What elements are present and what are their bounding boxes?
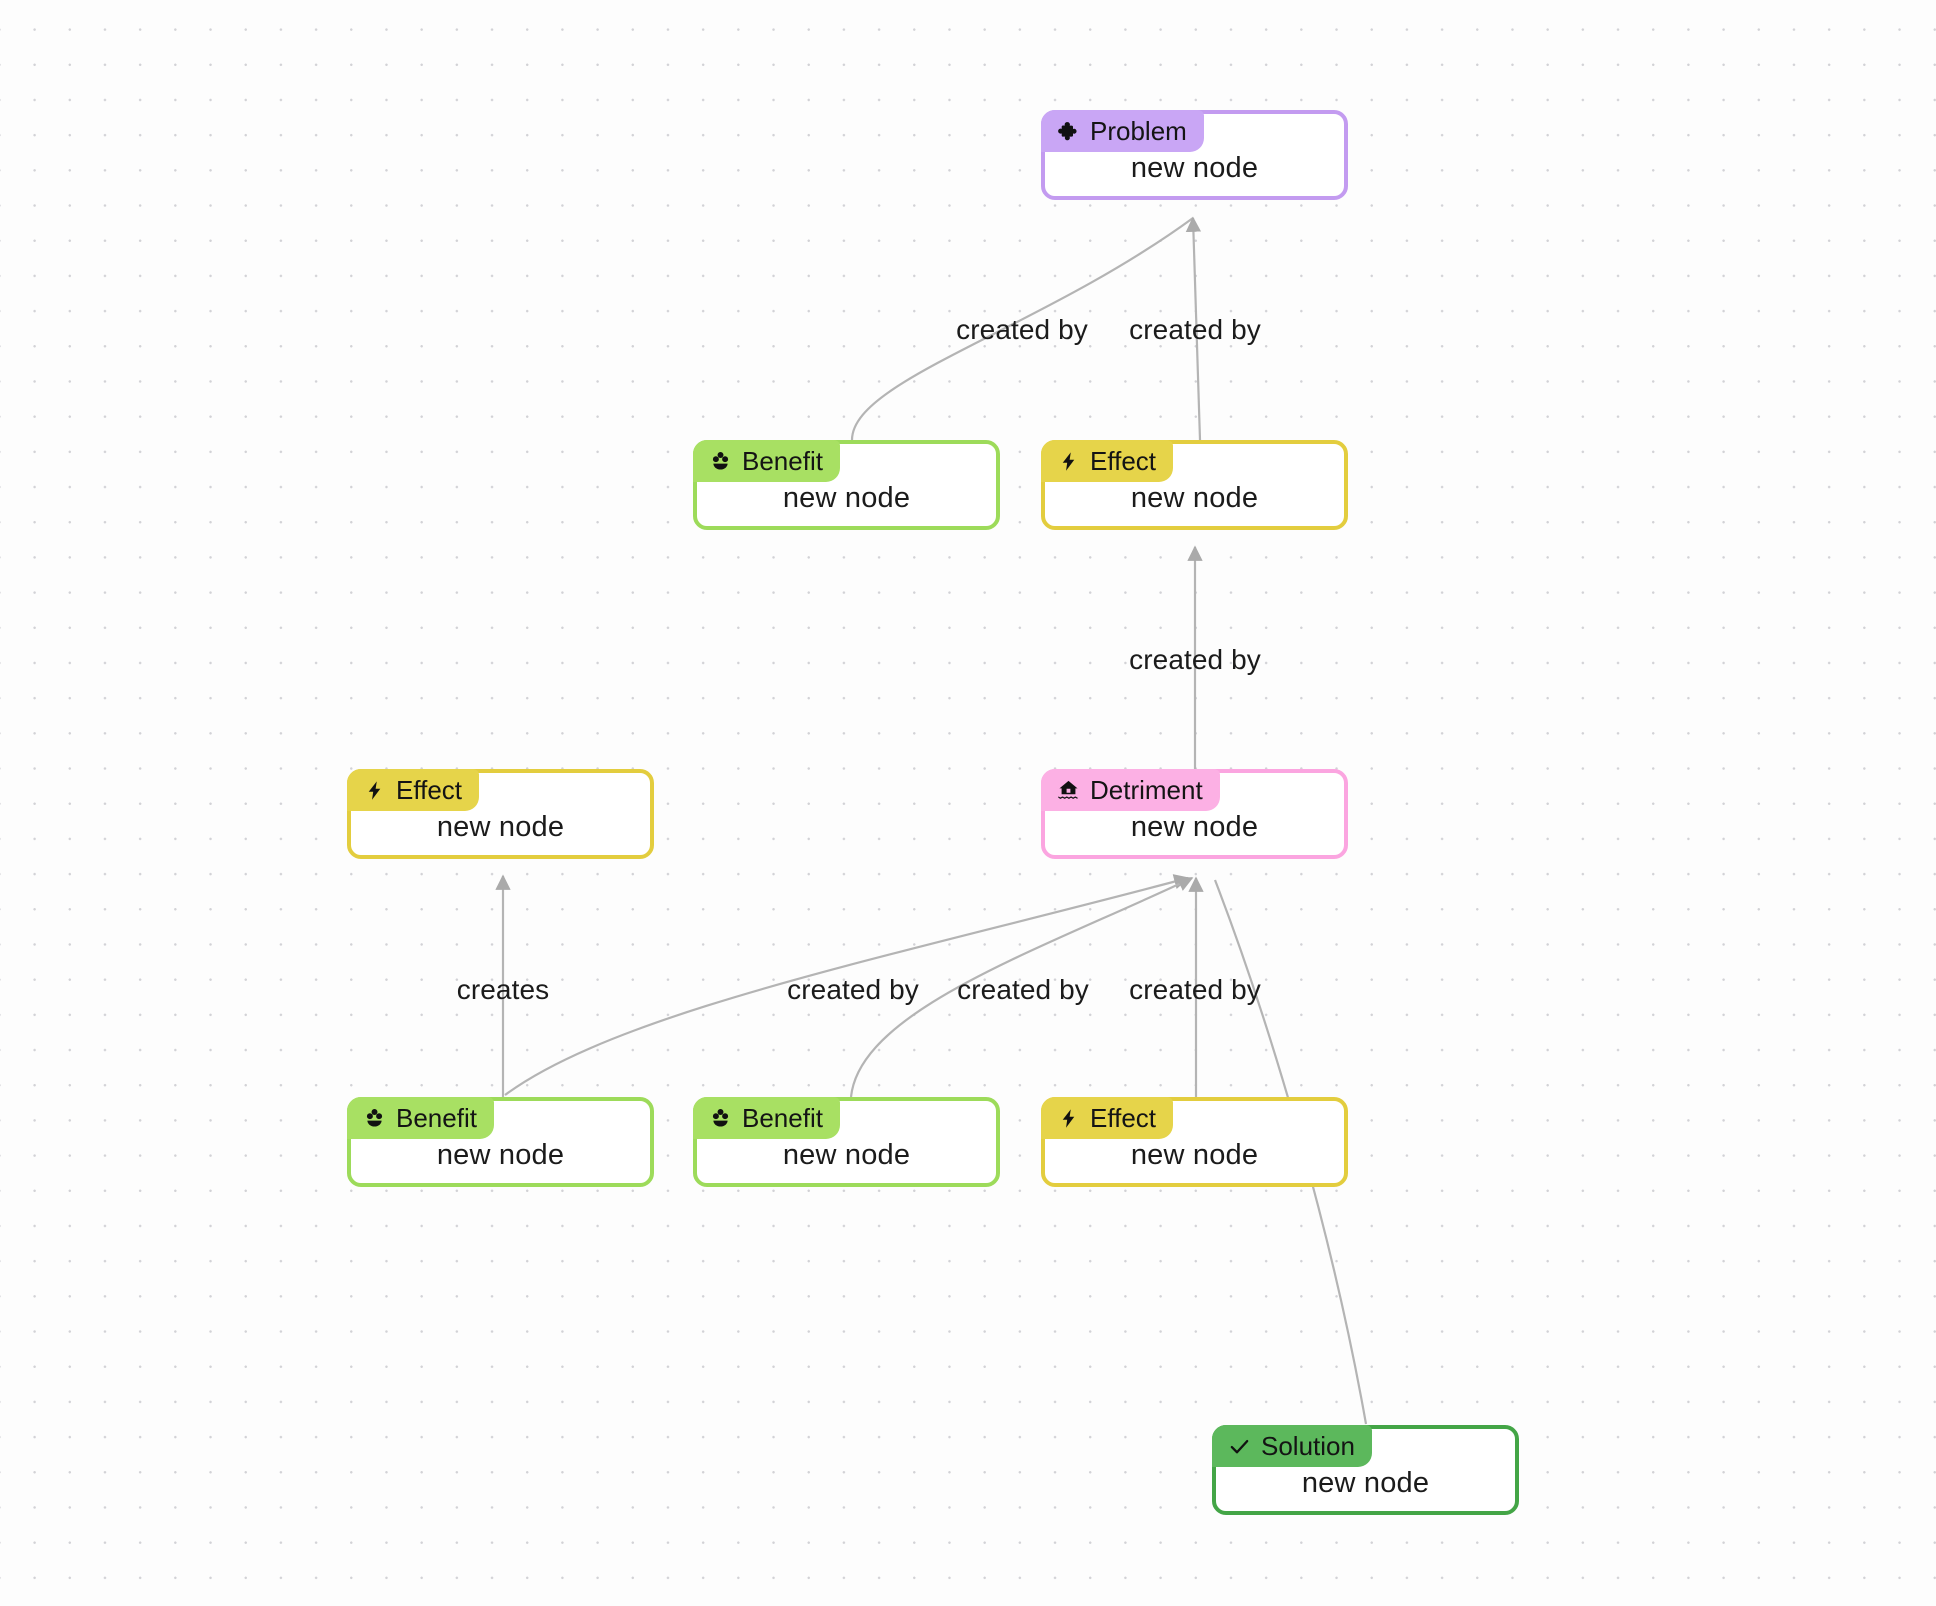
node-effect-3[interactable]: Effect new node bbox=[1041, 1097, 1348, 1187]
node-text[interactable]: new node bbox=[782, 1138, 911, 1171]
node-benefit-2[interactable]: Benefit new node bbox=[347, 1097, 654, 1187]
node-text[interactable]: new node bbox=[782, 481, 911, 514]
node-type-badge[interactable]: Effect bbox=[347, 769, 480, 811]
node-type-badge[interactable]: Effect bbox=[1041, 440, 1174, 482]
node-effect-2[interactable]: Effect new node bbox=[347, 769, 654, 859]
node-type-label: Effect bbox=[396, 774, 463, 805]
node-benefit-3[interactable]: Benefit new node bbox=[693, 1097, 1000, 1187]
edge-label: created by bbox=[1129, 314, 1261, 345]
flower-icon bbox=[362, 1106, 387, 1131]
puzzle-piece-icon bbox=[1056, 119, 1081, 144]
flower-icon bbox=[708, 1106, 733, 1131]
lightning-bolt-icon bbox=[1056, 1106, 1081, 1131]
node-effect-1[interactable]: Effect new node bbox=[1041, 440, 1348, 530]
node-type-badge[interactable]: Benefit bbox=[347, 1097, 494, 1139]
node-type-label: Detriment bbox=[1090, 774, 1203, 805]
node-benefit-1[interactable]: Benefit new node bbox=[693, 440, 1000, 530]
node-type-badge[interactable]: Benefit bbox=[693, 1097, 840, 1139]
node-text[interactable]: new node bbox=[1130, 481, 1259, 514]
flooded-house-icon bbox=[1056, 778, 1081, 803]
node-text[interactable]: new node bbox=[1130, 1138, 1259, 1171]
node-text[interactable]: new node bbox=[1130, 151, 1259, 184]
node-detriment-1[interactable]: Detriment new node bbox=[1041, 769, 1348, 859]
node-type-label: Benefit bbox=[396, 1102, 477, 1133]
node-type-label: Benefit bbox=[742, 1102, 823, 1133]
node-type-label: Solution bbox=[1261, 1430, 1355, 1461]
edge-label: created by bbox=[957, 974, 1089, 1005]
node-problem-1[interactable]: Problem new node bbox=[1041, 110, 1348, 200]
node-text[interactable]: new node bbox=[1130, 810, 1259, 843]
node-type-label: Effect bbox=[1090, 1102, 1157, 1133]
node-type-badge[interactable]: Problem bbox=[1041, 110, 1204, 152]
node-text[interactable]: new node bbox=[436, 810, 565, 843]
node-type-badge[interactable]: Effect bbox=[1041, 1097, 1174, 1139]
edge-label: created by bbox=[1129, 644, 1261, 675]
node-type-label: Effect bbox=[1090, 445, 1157, 476]
edge-label: created by bbox=[956, 314, 1088, 345]
check-icon bbox=[1227, 1434, 1252, 1459]
node-text[interactable]: new node bbox=[1301, 1466, 1430, 1499]
node-type-badge[interactable]: Detriment bbox=[1041, 769, 1220, 811]
node-type-badge[interactable]: Benefit bbox=[693, 440, 840, 482]
node-text[interactable]: new node bbox=[436, 1138, 565, 1171]
edge-label: created by bbox=[1129, 974, 1261, 1005]
lightning-bolt-icon bbox=[362, 778, 387, 803]
lightning-bolt-icon bbox=[1056, 449, 1081, 474]
flower-icon bbox=[708, 449, 733, 474]
node-solution-1[interactable]: Solution new node bbox=[1212, 1425, 1519, 1515]
edge-label: creates bbox=[456, 974, 550, 1005]
edge-label: created by bbox=[787, 974, 919, 1005]
node-type-badge[interactable]: Solution bbox=[1212, 1425, 1372, 1467]
node-type-label: Problem bbox=[1090, 115, 1187, 146]
node-type-label: Benefit bbox=[742, 445, 823, 476]
